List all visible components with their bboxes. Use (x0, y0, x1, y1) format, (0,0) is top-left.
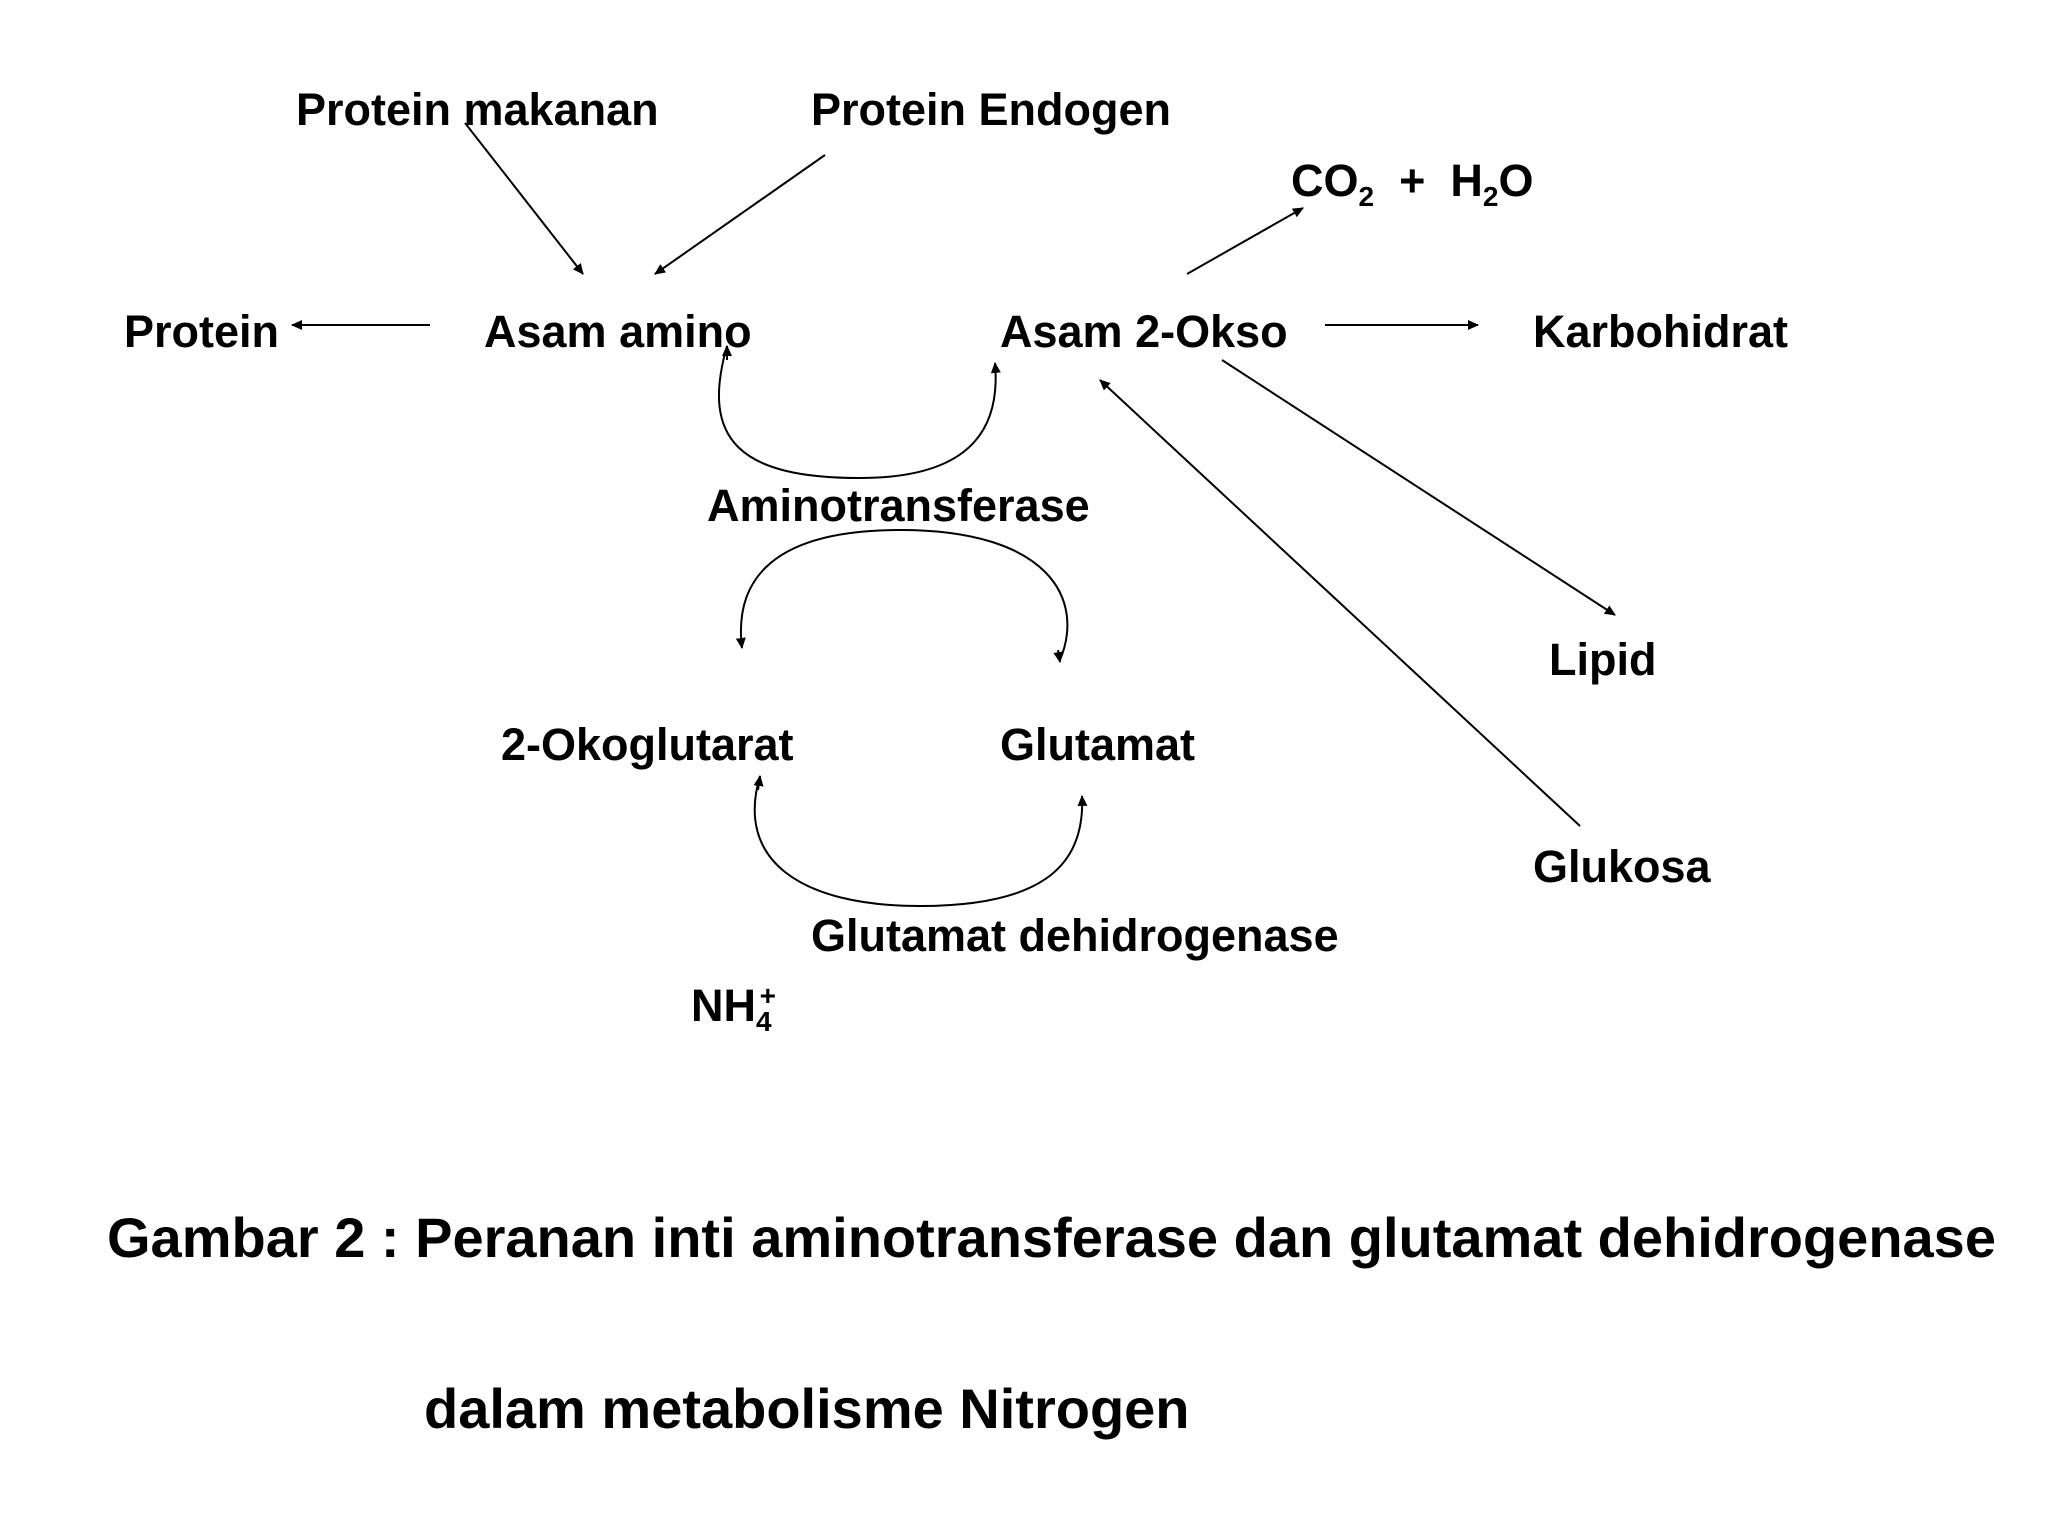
caption-line-2: dalam metabolisme Nitrogen (424, 1377, 1190, 1440)
node-co2-h2o: CO2 + H2O (1291, 155, 1534, 211)
node-asam-2-okso: Asam 2-Okso (1000, 306, 1288, 357)
node-2-okoglutarat: 2-Okoglutarat (501, 719, 794, 770)
node-protein-endogen: Protein Endogen (811, 84, 1171, 135)
arc-glutamat-dehidrogenase (753, 775, 1088, 908)
arrow-protein-endogen-to-asam-amino (654, 154, 826, 275)
co2-subscript: 2 (1358, 181, 1375, 212)
h2o-h: H (1450, 155, 1483, 206)
node-glukosa: Glukosa (1533, 841, 1711, 892)
arrow-protein-makanan-to-asam-amino (464, 122, 584, 275)
node-protein-makanan: Protein makanan (296, 84, 659, 135)
plus-sign: + (1399, 155, 1426, 206)
nh4-subscript: 4 (756, 1006, 772, 1037)
nh4-label: NH (691, 980, 756, 1031)
node-lipid: Lipid (1549, 634, 1657, 685)
node-protein: Protein (124, 306, 280, 357)
node-asam-amino: Asam amino (484, 306, 752, 357)
arrow-asam-okso-to-co2-h2o (1186, 207, 1304, 275)
arc-aminotransferase-lower-end (1053, 649, 1064, 663)
h2o-subscript: 2 (1482, 181, 1499, 212)
arc-glutamat-dehidrogenase-start (753, 775, 764, 791)
arc-aminotransferase-lower (735, 528, 1069, 661)
co2-label: CO (1291, 155, 1359, 206)
arrow-asam-okso-to-lipid (1221, 359, 1616, 616)
arc-aminotransferase-upper (718, 345, 1001, 480)
node-nh4: NH4+ (691, 980, 776, 1036)
node-glutamat: Glutamat (1000, 719, 1196, 770)
nh4-superscript: + (759, 980, 776, 1011)
label-aminotransferase: Aminotransferase (707, 480, 1090, 531)
node-karbohidrat: Karbohidrat (1533, 306, 1789, 357)
caption-line-1: Gambar 2 : Peranan inti aminotransferase… (107, 1206, 1996, 1269)
h2o-o: O (1498, 155, 1534, 206)
arrow-glukosa-to-asam-okso (1099, 379, 1581, 827)
label-glutamat-dehidrogenase: Glutamat dehidrogenase (811, 910, 1339, 961)
